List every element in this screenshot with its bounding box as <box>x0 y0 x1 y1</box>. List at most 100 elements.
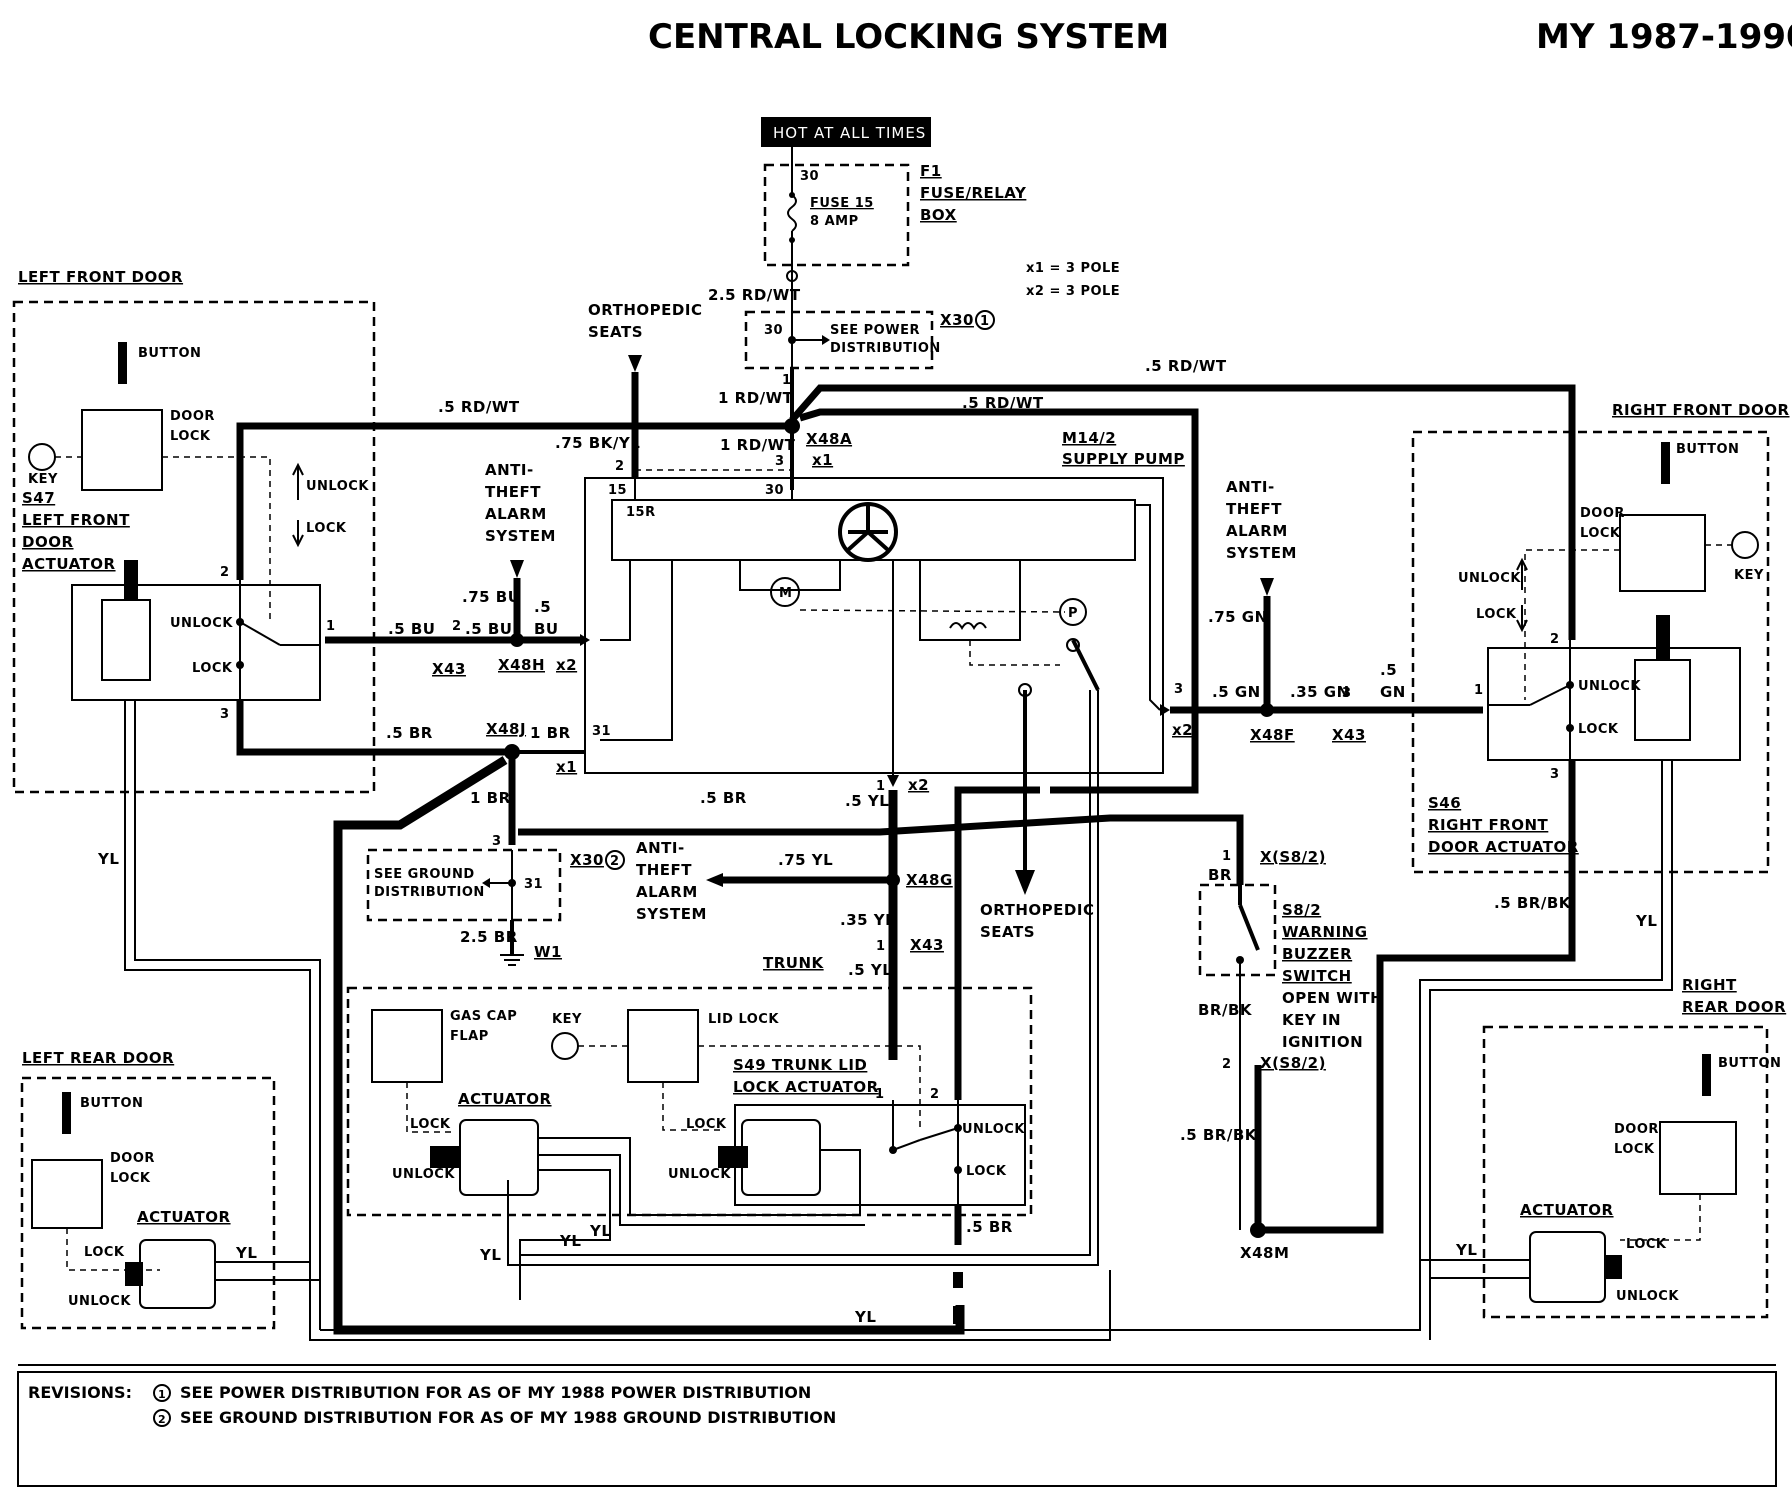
svg-text:SEATS: SEATS <box>588 323 643 341</box>
left-rear-door-box <box>20 1076 276 1330</box>
svg-text:BUTTON: BUTTON <box>1718 1056 1781 1071</box>
svg-text:2: 2 <box>610 854 620 869</box>
svg-text:LOCK: LOCK <box>1476 607 1517 622</box>
svg-text:ANTI-: ANTI- <box>636 839 685 857</box>
svg-text:3: 3 <box>1550 767 1560 782</box>
svg-text:LOCK: LOCK <box>1578 722 1619 737</box>
wire-05-br-long <box>333 756 965 1335</box>
svg-text:ALARM: ALARM <box>636 883 698 901</box>
svg-text:.5 RD/WT: .5 RD/WT <box>1145 357 1227 375</box>
supply-pump-box <box>584 477 1164 774</box>
svg-text:ORTHOPEDIC: ORTHOPEDIC <box>980 901 1094 919</box>
s49-label-1: S49 TRUNK LID <box>733 1056 867 1074</box>
svg-text:.5: .5 <box>534 598 551 616</box>
svg-text:.5 YL: .5 YL <box>845 792 889 810</box>
trunk-lid-lock <box>627 1009 699 1083</box>
svg-text:P: P <box>1068 606 1078 621</box>
svg-text:1: 1 <box>1222 849 1232 864</box>
svg-text:DOOR: DOOR <box>1580 506 1625 521</box>
svg-text:BUTTON: BUTTON <box>138 346 201 361</box>
svg-text:LEFT FRONT: LEFT FRONT <box>22 511 130 529</box>
svg-text:SEATS: SEATS <box>980 923 1035 941</box>
svg-text:IGNITION: IGNITION <box>1282 1033 1363 1051</box>
svg-text:.75 GN: .75 GN <box>1208 608 1268 626</box>
svg-text:YL: YL <box>479 1246 501 1264</box>
svg-text:.75 YL: .75 YL <box>778 851 833 869</box>
svg-text:2: 2 <box>615 459 625 474</box>
svg-text:15: 15 <box>608 483 627 498</box>
connector-x48m: X48M <box>1240 1244 1289 1262</box>
svg-text:YL: YL <box>97 850 119 868</box>
svg-text:1: 1 <box>158 1388 166 1401</box>
svg-text:31: 31 <box>524 877 543 892</box>
right-rear-door-box <box>1482 1025 1769 1319</box>
svg-text:.5 GN: .5 GN <box>1212 683 1261 701</box>
connector-x48j: X48J <box>486 720 526 738</box>
connector-x48g: X48G <box>906 871 953 889</box>
svg-text:UNLOCK: UNLOCK <box>1616 1289 1679 1304</box>
svg-text:1 BR: 1 BR <box>530 724 571 742</box>
svg-text:3: 3 <box>1174 682 1184 697</box>
alarm-left-arrow <box>510 560 524 578</box>
svg-text:LOCK: LOCK <box>1580 526 1621 541</box>
rr-actuator <box>1529 1231 1606 1303</box>
svg-text:ANTI-: ANTI- <box>485 461 534 479</box>
revisions-box <box>17 1371 1777 1487</box>
svg-text:SEE POWER: SEE POWER <box>830 323 920 338</box>
left-front-door-box <box>12 300 376 794</box>
svg-text:LOCK: LOCK <box>110 1171 151 1186</box>
ground-distribution-ref: X30 <box>570 851 604 869</box>
svg-text:WARNING: WARNING <box>1282 923 1368 941</box>
trunk-title: TRUNK <box>763 954 825 972</box>
rf-door-lock <box>1619 514 1706 592</box>
gas-cap-flap <box>371 1009 443 1083</box>
splice-x48g <box>886 873 900 887</box>
connector-x43-left: X43 <box>432 660 466 678</box>
transistor-icon <box>838 502 898 562</box>
svg-text:30: 30 <box>764 323 783 338</box>
connector-x43-right: X43 <box>1332 726 1366 744</box>
lr-door-lock <box>31 1159 103 1229</box>
fuse-name: FUSE 15 <box>810 196 874 211</box>
svg-text:2: 2 <box>1550 632 1560 647</box>
rf-actuator-body <box>1634 659 1691 741</box>
svg-text:.75 BK/YL: .75 BK/YL <box>555 434 640 452</box>
svg-text:OPEN WITH: OPEN WITH <box>1282 989 1383 1007</box>
svg-text:SWITCH: SWITCH <box>1282 967 1352 985</box>
svg-text:3: 3 <box>775 454 785 469</box>
svg-text:BR/BK: BR/BK <box>1198 1001 1253 1019</box>
connector-x48h: X48H <box>498 656 545 674</box>
svg-text:2: 2 <box>1222 1057 1232 1072</box>
svg-text:ORTHOPEDIC: ORTHOPEDIC <box>588 301 702 319</box>
svg-text:ANTI-: ANTI- <box>1226 478 1275 496</box>
hot-at-all-times-label: HOT AT ALL TIMES <box>773 124 926 142</box>
motor-icon <box>770 577 800 607</box>
svg-text:2.5 BR: 2.5 BR <box>460 928 518 946</box>
svg-text:YL: YL <box>589 1222 611 1240</box>
rf-button-icon <box>1661 442 1670 484</box>
revisions-label: REVISIONS: <box>28 1383 132 1402</box>
wire-05-rdwt-right <box>789 384 1576 640</box>
svg-text:FLAP: FLAP <box>450 1029 489 1044</box>
trunk-key-icon <box>551 1032 579 1060</box>
svg-text:LOCK: LOCK <box>306 521 347 536</box>
svg-text:UNLOCK: UNLOCK <box>392 1167 455 1182</box>
svg-text:2: 2 <box>158 1413 166 1426</box>
svg-text:1: 1 <box>876 779 886 794</box>
svg-text:GAS CAP: GAS CAP <box>450 1009 517 1024</box>
svg-text:.5 BR: .5 BR <box>966 1218 1013 1236</box>
diagram-title: CENTRAL LOCKING SYSTEM <box>648 17 1169 57</box>
svg-text:KEY IN: KEY IN <box>1282 1011 1341 1029</box>
svg-text:30: 30 <box>800 169 819 184</box>
lf-button-icon <box>118 342 127 384</box>
svg-text:x1: x1 <box>812 451 833 469</box>
svg-text:SYSTEM: SYSTEM <box>636 905 707 923</box>
pole-note-x1: x1 = 3 POLE <box>1026 261 1120 276</box>
right-front-door-box <box>1411 430 1770 874</box>
buzzer-switch-box <box>1198 883 1277 977</box>
lf-actuator-box <box>71 584 321 701</box>
svg-text:x2: x2 <box>1172 721 1193 739</box>
svg-text:LOCK: LOCK <box>170 429 211 444</box>
svg-text:3: 3 <box>492 834 502 849</box>
svg-text:DOOR: DOOR <box>110 1151 155 1166</box>
